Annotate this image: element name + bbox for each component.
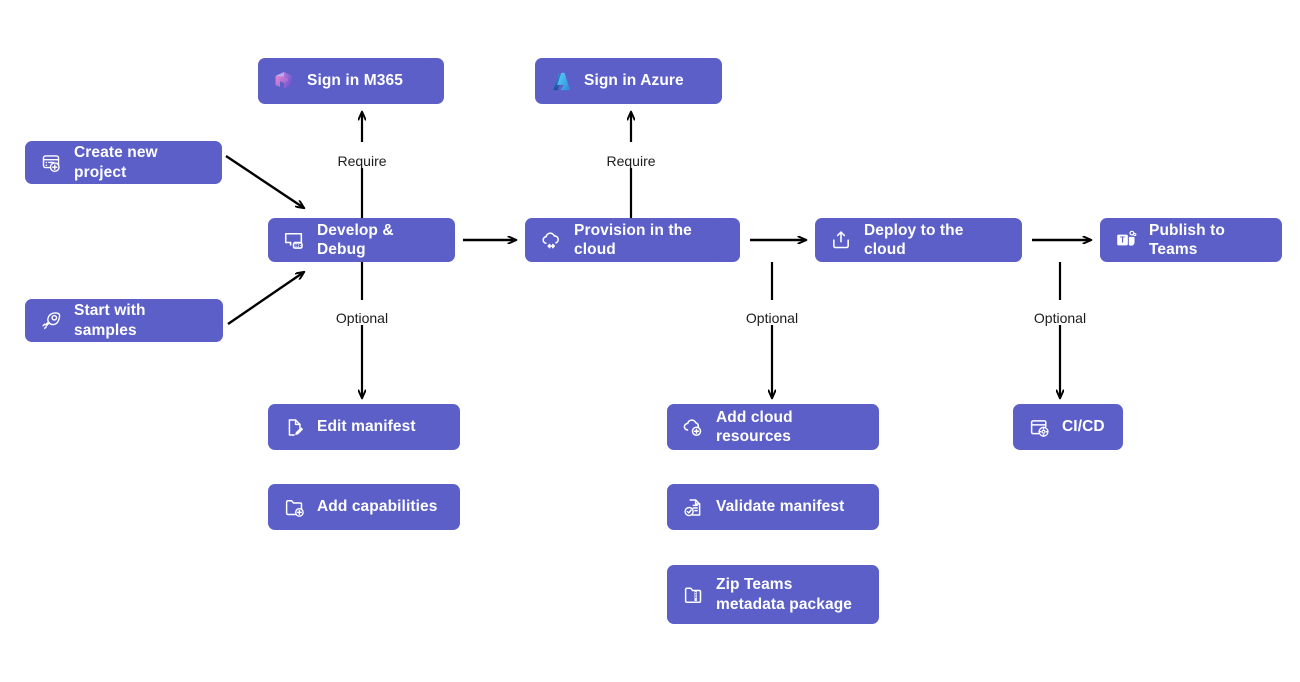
node-label: Sign in M365 bbox=[307, 72, 403, 90]
folder-add-icon bbox=[282, 495, 306, 519]
zip-folder-icon bbox=[681, 583, 705, 607]
node-provision-in-the-cloud[interactable]: Provision in the cloud bbox=[525, 218, 740, 262]
node-label: Develop & Debug bbox=[317, 221, 394, 258]
node-validate-manifest[interactable]: Validate manifest bbox=[667, 484, 879, 530]
node-label: Validate manifest bbox=[716, 498, 845, 516]
node-ci-cd[interactable]: CI/CD bbox=[1013, 404, 1123, 450]
cloud-provision-icon bbox=[539, 228, 563, 252]
pipeline-gear-icon bbox=[1027, 415, 1051, 439]
node-deploy-to-the-cloud[interactable]: Deploy to the cloud bbox=[815, 218, 1022, 262]
node-label: Edit manifest bbox=[317, 418, 416, 436]
node-create-new-project[interactable]: Create new project bbox=[25, 141, 222, 184]
node-add-cloud-resources[interactable]: Add cloud resources bbox=[667, 404, 879, 450]
node-sign-in-azure[interactable]: Sign in Azure bbox=[535, 58, 722, 104]
node-sign-in-m365[interactable]: Sign in M365 bbox=[258, 58, 444, 104]
node-label: Publish to Teams bbox=[1149, 221, 1225, 258]
monitor-debug-icon bbox=[282, 228, 306, 252]
node-label: Start with samples bbox=[74, 302, 146, 339]
node-label: Add cloud resources bbox=[716, 408, 793, 445]
edge-label-optional-edit-manifest: Optional bbox=[331, 311, 393, 325]
node-label: Provision in the cloud bbox=[574, 221, 692, 258]
edge-label-require-azure: Require bbox=[602, 154, 660, 168]
node-start-with-samples[interactable]: Start with samples bbox=[25, 299, 223, 342]
file-check-icon bbox=[681, 495, 705, 519]
edge-create-to-develop bbox=[225, 155, 304, 208]
file-edit-icon bbox=[282, 415, 306, 439]
node-publish-to-teams[interactable]: T Publish to Teams bbox=[1100, 218, 1282, 262]
node-label: Create new project bbox=[74, 144, 158, 181]
new-project-icon bbox=[39, 151, 63, 175]
node-label: CI/CD bbox=[1062, 418, 1105, 436]
rocket-icon bbox=[39, 309, 63, 333]
node-zip-teams-metadata-package[interactable]: Zip Teams metadata package bbox=[667, 565, 879, 624]
edge-samples-to-develop bbox=[227, 272, 304, 325]
teams-publish-icon: T bbox=[1114, 228, 1138, 252]
edge-label-optional-ci-cd: Optional bbox=[1029, 311, 1091, 325]
edge-label-optional-add-cloud-resources: Optional bbox=[741, 311, 803, 325]
node-label: Zip Teams metadata package bbox=[716, 576, 852, 613]
cloud-add-icon bbox=[681, 415, 705, 439]
azure-a-icon bbox=[549, 69, 573, 93]
node-develop-and-debug[interactable]: Develop & Debug bbox=[268, 218, 455, 262]
node-label: Sign in Azure bbox=[584, 72, 684, 90]
node-add-capabilities[interactable]: Add capabilities bbox=[268, 484, 460, 530]
edge-label-require-m365: Require bbox=[333, 154, 391, 168]
node-label: Add capabilities bbox=[317, 498, 438, 516]
node-label: Deploy to the cloud bbox=[864, 221, 964, 258]
svg-text:T: T bbox=[1120, 236, 1125, 245]
microsoft-365-cube-icon bbox=[272, 69, 296, 93]
cloud-upload-icon bbox=[829, 228, 853, 252]
node-edit-manifest[interactable]: Edit manifest bbox=[268, 404, 460, 450]
